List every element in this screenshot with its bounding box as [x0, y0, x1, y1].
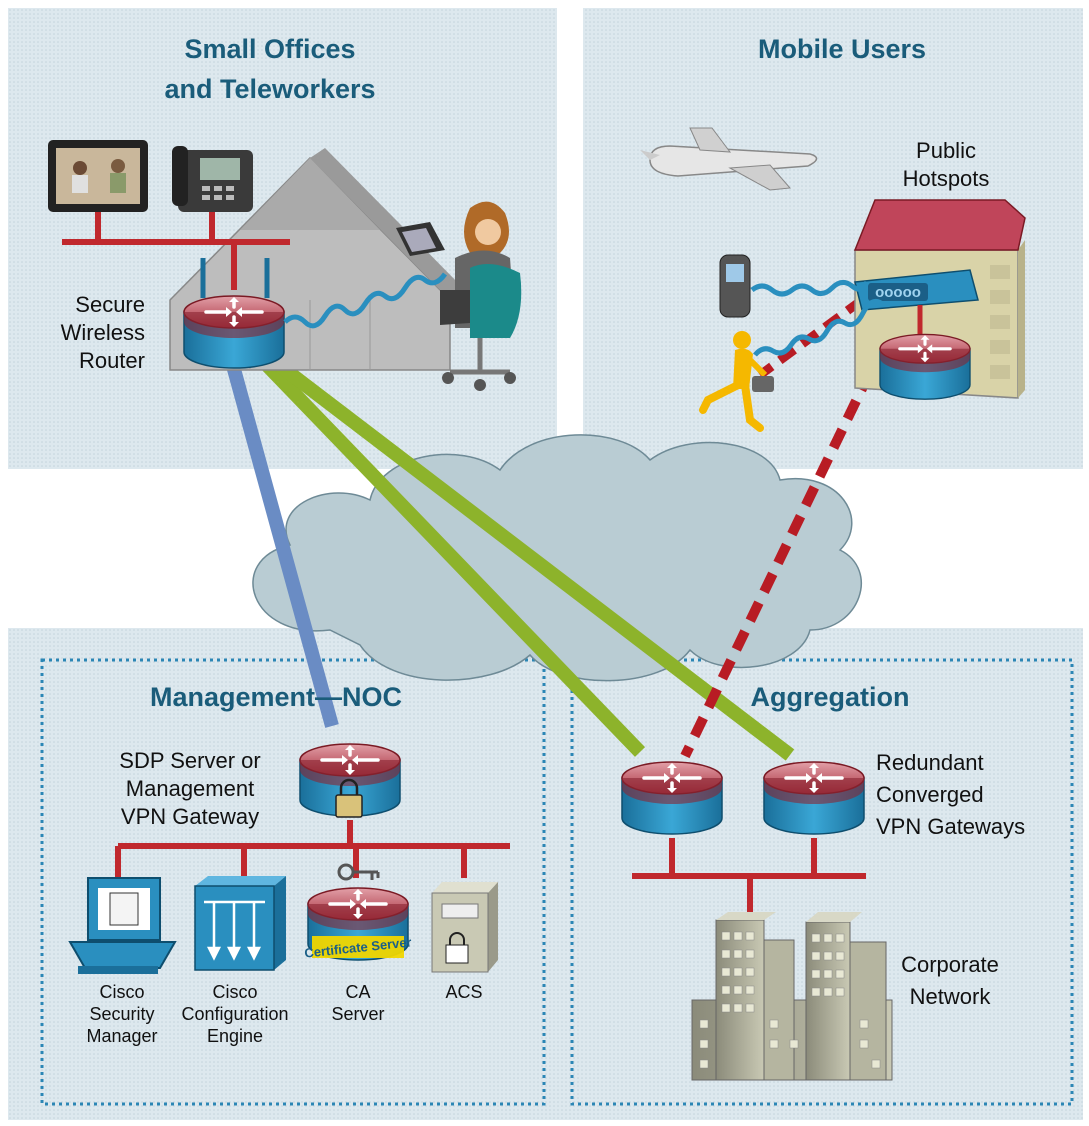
label-redundant-1: Redundant: [876, 750, 984, 775]
sdp-management-router-icon: [298, 742, 402, 818]
label-secure-router-2: Wireless: [61, 320, 145, 345]
public-hotspot-building-icon: ooooo: [853, 199, 1026, 401]
title-small-offices-2: and Teleworkers: [164, 74, 375, 104]
label-corporate-1: Corporate: [901, 952, 999, 977]
teleworker-icon: [396, 201, 522, 391]
management-lan: [115, 820, 510, 878]
link-blue-management: [225, 360, 339, 728]
label-public-hotspots-1: Public: [916, 138, 976, 163]
label-corporate-2: Network: [910, 984, 992, 1009]
label-cce-2: Configuration: [181, 1004, 288, 1024]
internet-cloud: [252, 434, 862, 682]
title-aggregation: Aggregation: [751, 682, 910, 712]
svg-text:ooooo: ooooo: [875, 284, 921, 301]
title-small-offices-1: Small Offices: [184, 34, 355, 64]
acs-server-icon: [431, 882, 498, 973]
label-cce-3: Engine: [207, 1026, 263, 1046]
mobile-user-icon: [699, 331, 774, 432]
label-csm-2: Security: [89, 1004, 154, 1024]
label-ca-2: Server: [331, 1004, 384, 1024]
label-redundant-3: VPN Gateways: [876, 814, 1025, 839]
label-public-hotspots-2: Hotspots: [903, 166, 990, 191]
label-csm-1: Cisco: [99, 982, 144, 1002]
link-green-1: [256, 355, 646, 757]
vpn-gateway-2-icon: [762, 760, 866, 836]
label-redundant-2: Converged: [876, 782, 984, 807]
cisco-configuration-engine-icon: [194, 876, 286, 971]
vpn-gateway-1-icon: [620, 760, 724, 836]
label-cce-1: Cisco: [212, 982, 257, 1002]
ca-server-icon: Certificate Server: [304, 863, 412, 962]
label-sdp-2: Management: [126, 776, 254, 801]
secure-wireless-router-icon: [182, 258, 286, 370]
label-secure-router-1: Secure: [75, 292, 145, 317]
phone-wireless-link: [750, 280, 870, 297]
user-wireless-link: [753, 298, 883, 357]
label-acs: ACS: [445, 982, 482, 1002]
management-box: [40, 658, 546, 1106]
corporate-buildings-icon: [691, 912, 893, 1081]
cisco-security-manager-icon: [68, 877, 177, 974]
corporate-lan: [632, 838, 866, 912]
video-endpoint-icon: [48, 140, 148, 212]
title-management: Management—NOC: [150, 682, 402, 712]
wireless-link-icon: [283, 272, 448, 329]
aggregation-box: [570, 658, 1074, 1106]
link-green-2: [257, 346, 795, 761]
ip-phone-icon: [172, 146, 253, 212]
airplane-icon: [640, 127, 818, 191]
label-sdp-3: VPN Gateway: [121, 804, 259, 829]
label-secure-router-3: Router: [79, 348, 145, 373]
label-sdp-1: SDP Server or: [119, 748, 260, 773]
label-csm-3: Manager: [86, 1026, 157, 1046]
link-red-dashed: [680, 369, 875, 759]
home-lan: [62, 212, 290, 290]
title-mobile-users: Mobile Users: [758, 34, 926, 64]
label-ca-1: CA: [345, 982, 370, 1002]
mobile-phone-icon: [719, 254, 751, 318]
